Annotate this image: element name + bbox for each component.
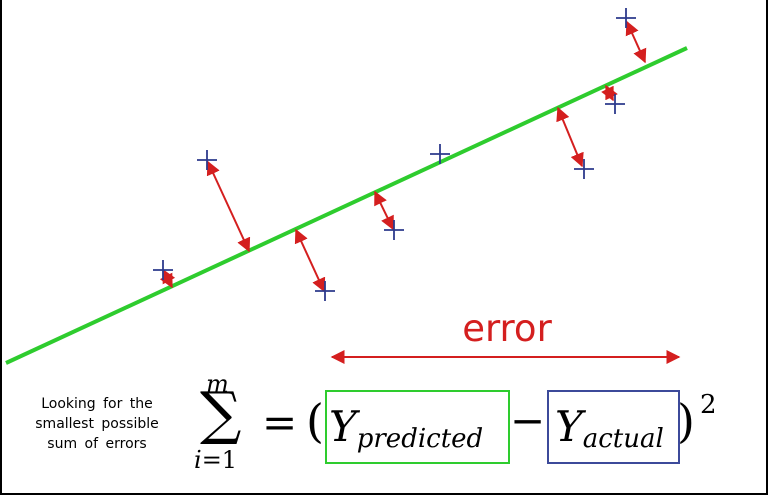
predicted-term-box: Ypredicted <box>325 390 510 464</box>
actual-symbol: Y <box>555 402 583 451</box>
data-point-5 <box>430 144 450 164</box>
data-point-1 <box>153 260 173 280</box>
actual-subscript: actual <box>582 424 664 454</box>
data-points <box>153 8 636 301</box>
data-point-7 <box>605 94 625 114</box>
sum-index-start: =1 <box>201 446 238 474</box>
data-point-6 <box>574 159 594 179</box>
regression-line <box>5 46 688 365</box>
predicted-subscript: predicted <box>356 424 484 454</box>
open-parenthesis: ( <box>306 394 324 448</box>
residual-arrow-5 <box>556 106 584 168</box>
residual-arrow-3 <box>294 228 326 293</box>
sum-upper-limit: m <box>206 370 229 398</box>
equals-sign: = <box>262 398 298 447</box>
caption-line-2: smallest possible <box>35 416 159 432</box>
caption-line-1: Looking for the <box>41 396 153 412</box>
minus-sign: − <box>510 396 546 445</box>
sum-index-variable: i <box>194 446 202 474</box>
data-point-4 <box>384 220 404 240</box>
data-point-3 <box>315 281 335 301</box>
squared-exponent: 2 <box>700 390 717 420</box>
data-point-8 <box>616 8 636 28</box>
residuals <box>159 20 647 293</box>
caption-note: Looking for the smallest possible sum of… <box>16 394 178 454</box>
close-parenthesis: ) <box>677 394 695 448</box>
residual-arrow-4 <box>374 190 394 231</box>
error-label: error <box>462 307 552 350</box>
residual-arrow-7 <box>625 20 647 64</box>
residual-arrow-1 <box>159 268 176 289</box>
predicted-symbol: Y <box>329 402 357 451</box>
summation-symbol: ∑ <box>200 379 242 447</box>
residual-arrow-6 <box>601 84 618 102</box>
caption-line-3: sum of errors <box>47 436 147 452</box>
residual-arrow-2 <box>206 160 251 253</box>
sum-lower-limit: i=1 <box>194 446 237 474</box>
data-point-2 <box>197 150 217 170</box>
actual-term-box: Yactual <box>547 390 680 464</box>
